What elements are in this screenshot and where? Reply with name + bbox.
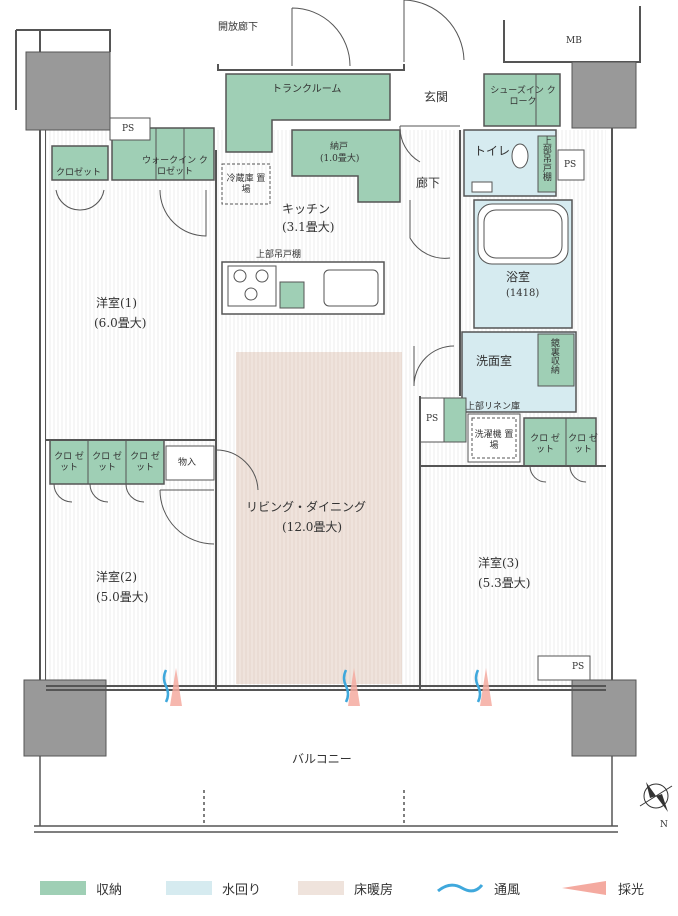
ps-box-4	[537, 655, 591, 681]
washer-space	[467, 413, 521, 463]
nando-label: 納戸	[330, 142, 349, 152]
sink	[323, 269, 379, 307]
legend-label: 通風	[494, 882, 521, 898]
legend-swatch	[40, 881, 86, 895]
ps-box-3	[419, 397, 445, 443]
column-top-right	[571, 61, 637, 129]
washer-space-label: 洗濯機 置場	[474, 430, 514, 452]
hallway-label: 廊下	[416, 176, 441, 190]
compass-n-label: N	[660, 820, 668, 830]
ventilation-icon	[437, 883, 484, 893]
kitchen-upper-cabinet-label: 上部吊戸棚	[256, 250, 302, 260]
ps-box-1	[109, 117, 151, 141]
entrance-label: 玄関	[424, 90, 449, 104]
closet-room3-a-label: クロ ゼット	[530, 434, 560, 456]
interior-walls	[46, 130, 606, 691]
stove	[227, 265, 277, 307]
balcony-label: バルコニー	[292, 752, 352, 766]
room3-label: 洋室(3)	[478, 556, 519, 570]
toilet-upper-cabinet-label: 上部吊戸棚	[540, 136, 551, 181]
kitchen-label: キッチン	[282, 202, 331, 216]
toilet-cabinet	[537, 135, 557, 193]
column-bottom-right	[571, 679, 637, 757]
legend-label: 収納	[96, 882, 123, 898]
closet-room3-b-label: クロ ゼット	[568, 434, 598, 456]
kitchen-size: (3.1畳大)	[282, 220, 335, 234]
room3-size: (5.3畳大)	[478, 576, 531, 590]
open-corridor-label: 開放廊下	[218, 22, 258, 33]
ps-label-4: PS	[572, 662, 585, 672]
legend-label: 採光	[618, 882, 645, 898]
closet-room1-label: クロゼット	[56, 168, 102, 178]
kitchen-storage	[279, 281, 305, 309]
closet-room2-c-label: クロ ゼット	[130, 452, 160, 474]
mirror-storage	[537, 333, 575, 387]
ps-label-1: PS	[122, 124, 135, 134]
shoes-in-closet-label: シューズイン クローク	[490, 86, 556, 108]
nando-size: (1.0畳大)	[320, 154, 360, 164]
bath-label: 浴室	[506, 270, 531, 284]
storage-label: 物入	[178, 458, 197, 468]
legend-item-floor-heating: 床暖房	[298, 878, 393, 898]
living-size: (12.0畳大)	[282, 520, 343, 534]
legend-swatch	[166, 881, 212, 895]
ps-box-2	[557, 149, 585, 181]
legend-item-storage: 収納	[40, 878, 122, 898]
shoes-in-cloak	[483, 73, 561, 127]
door-swings	[53, 0, 587, 545]
closet-row-room2	[49, 439, 165, 485]
floor-heating-zone	[236, 352, 402, 684]
bathtub	[477, 203, 569, 265]
column-bottom-left	[23, 679, 107, 757]
room2-size: (5.0畳大)	[96, 590, 149, 604]
closet-room2-b-label: クロ ゼット	[92, 452, 122, 474]
room2-label: 洋室(2)	[96, 570, 137, 584]
daylight-markers	[170, 668, 492, 706]
closet-room1	[51, 145, 109, 181]
closet-room2-a-label: クロ ゼット	[54, 452, 84, 474]
legend-swatch	[298, 881, 344, 895]
legend-item-ventilation: 通風	[436, 878, 520, 898]
room1-label: 洋室(1)	[96, 296, 137, 310]
trunk-room	[225, 73, 391, 153]
ventilation-markers	[162, 669, 482, 703]
living-label: リビング・ダイニング	[246, 500, 367, 514]
closet-room3	[523, 417, 597, 467]
bath-size: (1418)	[506, 288, 540, 299]
legend-item-water: 水回り	[166, 878, 261, 898]
ps-label-3: PS	[426, 414, 439, 424]
legend-label: 床暖房	[354, 882, 394, 898]
fridge-space-label: 冷蔵庫 置場	[226, 174, 266, 196]
toilet-label: トイレ	[474, 144, 511, 158]
toilet-bowl	[511, 143, 529, 169]
linen-shelf-label: 上部リネン庫	[466, 402, 521, 412]
column-top-left	[25, 51, 111, 131]
legend-item-daylight: 採光	[560, 878, 644, 898]
fridge-space	[221, 163, 271, 205]
balcony-outline	[34, 756, 618, 833]
daylight-icon	[562, 881, 606, 895]
storage-cupboard	[165, 445, 215, 481]
legend-label: 水回り	[222, 882, 262, 898]
mirror-storage-label: 鏡裏収納	[548, 338, 559, 374]
mb-label: MB	[566, 36, 582, 46]
linen-shelf	[443, 397, 467, 443]
compass-icon	[639, 782, 673, 812]
walkin-closet-label: ウォークイン クロゼット	[142, 156, 208, 178]
trunk-room-label: トランクルーム	[272, 84, 342, 95]
ps-label-2: PS	[564, 160, 577, 170]
room1-size: (6.0畳大)	[94, 316, 147, 330]
washroom-label: 洗面室	[476, 354, 513, 368]
